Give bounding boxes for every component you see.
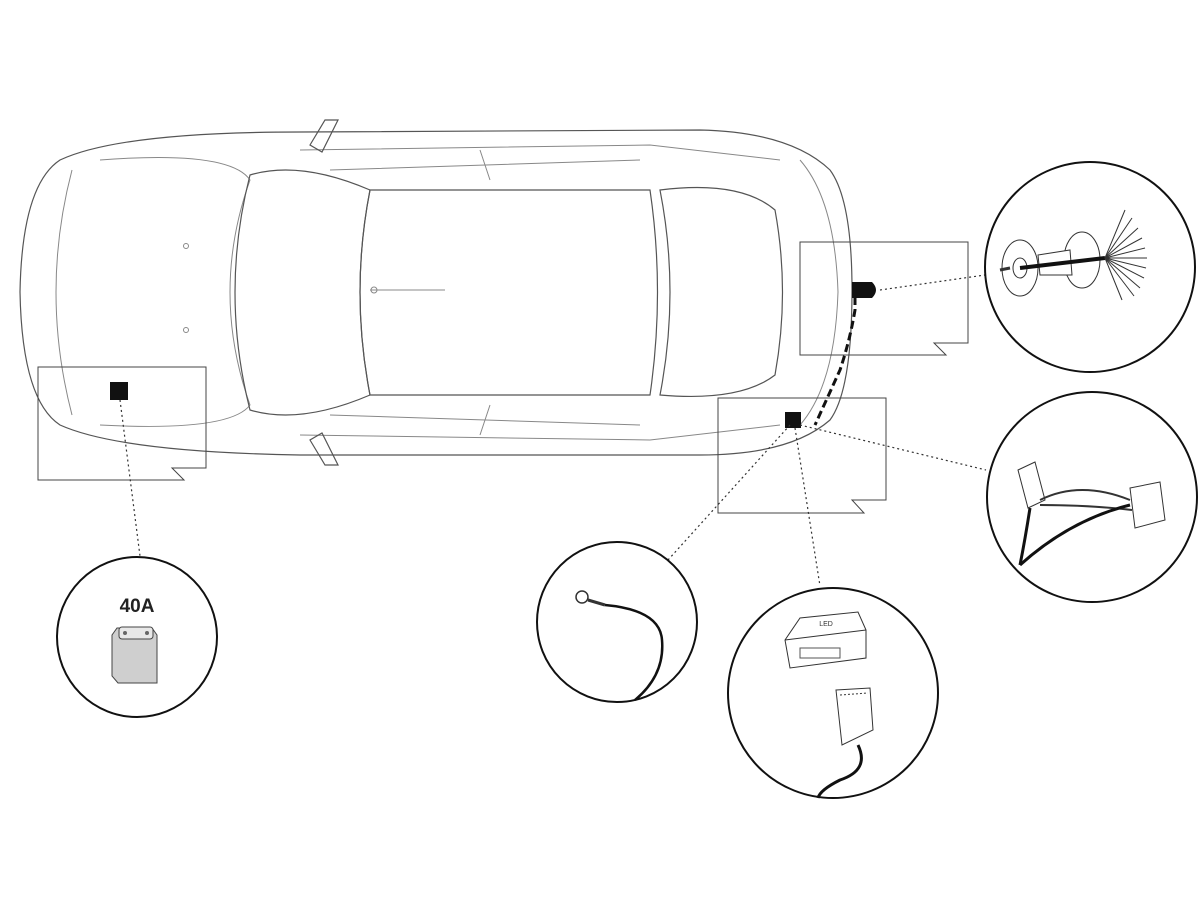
socket-detail <box>984 161 1196 373</box>
module-detail: LED <box>727 587 939 799</box>
led-module-icon: LED <box>784 611 867 669</box>
inset-rear-module <box>717 397 887 514</box>
inset-rear-socket <box>799 241 969 356</box>
fuse-location-marker <box>110 382 128 400</box>
module-led-label: LED <box>819 621 833 628</box>
inset-front <box>37 366 207 481</box>
fuse-rating-label: 40A <box>120 596 155 617</box>
module-location-marker <box>785 412 801 428</box>
vehicle-connector-icon <box>1017 461 1166 567</box>
ring-terminal-icon <box>575 590 664 701</box>
car-top-view <box>19 119 876 466</box>
module-connector-icon <box>816 687 874 799</box>
leader-lines <box>119 274 987 587</box>
fuse-icon <box>111 626 158 684</box>
ground-detail <box>536 541 698 703</box>
fuse-detail: 40A <box>56 556 218 718</box>
harness-detail <box>986 391 1198 603</box>
trailer-socket-cable-icon <box>999 209 1147 301</box>
